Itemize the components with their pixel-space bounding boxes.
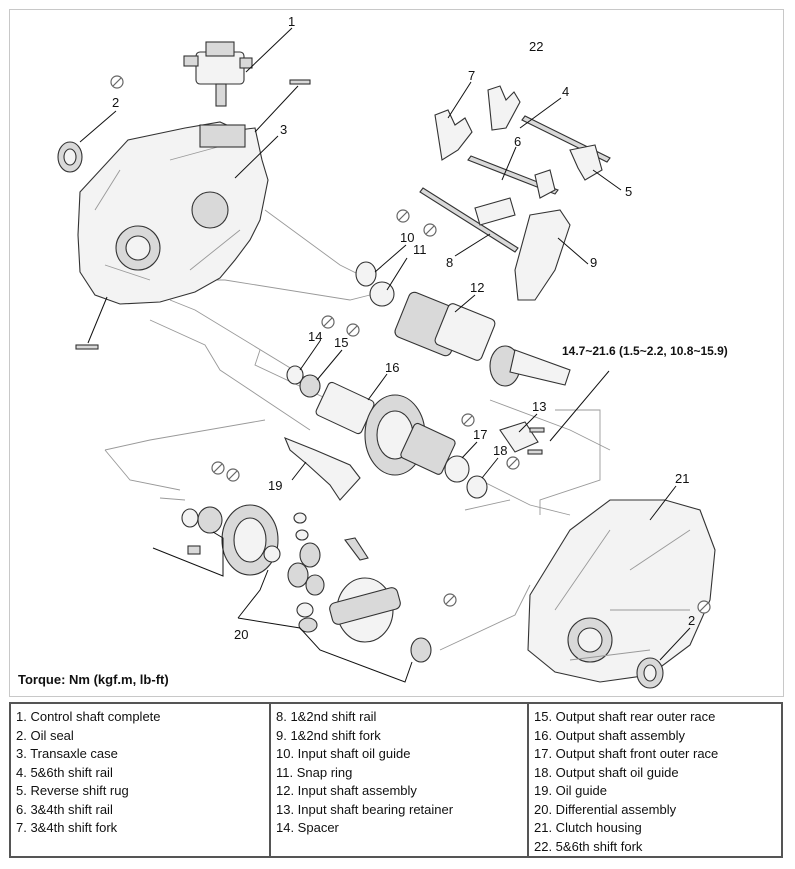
callout-2-right: 2	[688, 613, 695, 628]
callout-9: 9	[590, 255, 597, 270]
assembly-guide-lines	[104, 209, 611, 651]
callout-17: 17	[473, 427, 487, 442]
legend-item: 16. Output shaft assembly	[534, 727, 686, 743]
callout-11: 11	[413, 242, 427, 257]
callout-19: 19	[268, 478, 282, 493]
callout-6: 6	[514, 134, 521, 149]
legend-item: 3. Transaxle case	[16, 746, 118, 761]
legend-item: 22. 5&6th shift fork	[534, 838, 643, 854]
legend-item: 14. Spacer	[276, 820, 339, 835]
callout-3: 3	[280, 122, 287, 137]
legend-item: 10. Input shaft oil guide	[276, 746, 411, 761]
transaxle-case	[77, 121, 269, 305]
clutch-housing	[527, 499, 716, 683]
legend-item: 17. Output shaft front outer race	[534, 746, 719, 761]
callout-8: 8	[446, 255, 453, 270]
legend-item: 2. Oil seal	[16, 727, 74, 743]
legend-column-3: 15. Output shaft rear outer race 16. Out…	[527, 704, 781, 856]
legend-item: 9. 1&2nd shift fork	[276, 727, 381, 743]
callout-16: 16	[385, 360, 399, 375]
legend-item: 12. Input shaft assembly	[276, 783, 417, 798]
output-shaft-assembly	[315, 381, 456, 476]
control-shaft	[183, 41, 253, 107]
callout-14: 14	[308, 329, 322, 344]
callout-12: 12	[470, 280, 484, 295]
callout-labels: 1 2 3 4 5 6 7 8 9 10 11 12 13 14 15 16 1…	[112, 14, 728, 642]
callout-2: 2	[112, 95, 119, 110]
callout-18: 18	[493, 443, 507, 458]
callout-7: 7	[468, 68, 475, 83]
callout-21: 21	[675, 471, 689, 486]
legend-item: 4. 5&6th shift rail	[16, 764, 113, 780]
legend-item: 19. Oil guide	[534, 783, 607, 798]
callout-13: 13	[532, 399, 546, 414]
torque-spec-label: 14.7~21.6 (1.5~2.2, 10.8~15.9)	[562, 344, 728, 358]
diagram-drawing: 1 2 3 4 5 6 7 8 9 10 11 12 13 14 15 16 1…	[57, 14, 728, 689]
parts-legend-table: 1. Control shaft complete 2. Oil seal 3.…	[9, 702, 783, 858]
legend-item: 13. Input shaft bearing retainer	[276, 801, 454, 817]
callout-4: 4	[562, 84, 569, 99]
legend-item: 11. Snap ring	[276, 764, 353, 780]
bolts	[75, 79, 311, 555]
differential-assembly	[181, 504, 432, 663]
legend-item: 8. 1&2nd shift rail	[276, 709, 377, 724]
legend-column-1: 1. Control shaft complete 2. Oil seal 3.…	[11, 704, 269, 856]
callout-5: 5	[625, 184, 632, 199]
callout-15: 15	[334, 335, 348, 350]
leader-lines	[79, 27, 691, 683]
callout-22: 22	[529, 39, 543, 54]
do-not-reuse-symbols	[110, 75, 711, 614]
legend-item: 6. 3&4th shift rail	[16, 801, 113, 817]
bearing-retainer	[444, 421, 545, 499]
callout-1: 1	[288, 14, 295, 29]
legend-item: 7. 3&4th shift fork	[16, 820, 118, 835]
oil-guide	[283, 437, 361, 501]
input-shaft-oil-guide	[355, 261, 395, 307]
oil-seal-left	[57, 141, 83, 173]
shift-forks-rails	[419, 85, 611, 301]
legend-item: 18. Output shaft oil guide	[534, 764, 679, 780]
torque-units-note: Torque: Nm (kgf.m, lb-ft)	[18, 672, 169, 687]
legend-column-2: 8. 1&2nd shift rail 9. 1&2nd shift fork …	[269, 704, 527, 856]
exploded-view-diagram: 1 2 3 4 5 6 7 8 9 10 11 12 13 14 15 16 1…	[9, 9, 784, 697]
legend-item: 5. Reverse shift rug	[16, 783, 129, 798]
legend-item: 1. Control shaft complete	[16, 709, 161, 724]
legend-item: 20. Differential assembly	[534, 801, 677, 817]
callout-10: 10	[400, 230, 414, 245]
input-shaft-assembly	[394, 291, 571, 387]
legend-item: 15. Output shaft rear outer race	[534, 709, 716, 724]
callout-20: 20	[234, 627, 248, 642]
legend-item: 21. Clutch housing	[534, 820, 642, 835]
spacers	[286, 365, 321, 398]
oil-seal-right	[636, 657, 664, 689]
